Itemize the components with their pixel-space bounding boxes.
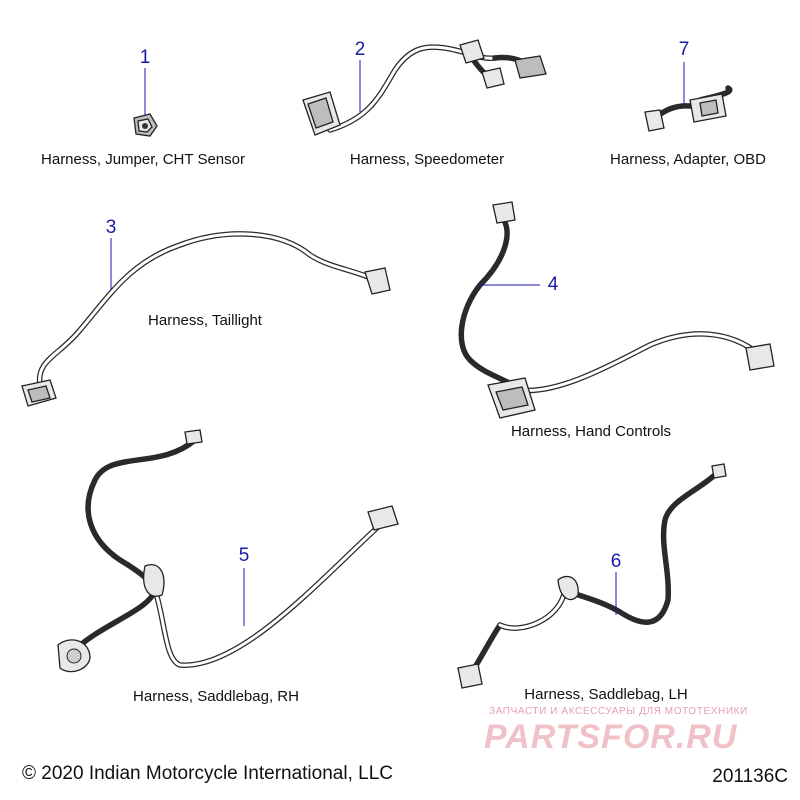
obd-adapter-harness bbox=[644, 62, 733, 132]
part-label-cht-sensor: Harness, Jumper, CHT Sensor bbox=[41, 151, 245, 168]
part-label-saddlebag-lh: Harness, Saddlebag, LH bbox=[524, 686, 688, 703]
diagram-number: 201136C bbox=[712, 766, 788, 787]
watermark-tagline: ЗАПЧАСТИ И АКСЕССУАРЫ ДЛЯ МОТОТЕХНИКИ bbox=[489, 706, 748, 717]
saddlebag-rh-harness bbox=[57, 429, 399, 673]
watermark-logo: PARTSFOR.RU bbox=[484, 718, 738, 756]
speedometer-harness bbox=[302, 39, 547, 136]
callout-number: 5 bbox=[238, 545, 250, 566]
hand-controls-harness bbox=[458, 201, 775, 419]
copyright-notice: © 2020 Indian Motorcycle International, … bbox=[22, 763, 393, 784]
callout-number: 3 bbox=[105, 217, 117, 238]
part-label-saddlebag-rh: Harness, Saddlebag, RH bbox=[133, 688, 299, 705]
callout-number: 2 bbox=[354, 39, 366, 60]
cht-sensor-jumper-harness bbox=[133, 68, 158, 137]
part-label-obd-adapter: Harness, Adapter, OBD bbox=[610, 151, 766, 168]
callout-number: 4 bbox=[547, 274, 559, 295]
taillight-harness bbox=[21, 231, 391, 407]
callout-number: 6 bbox=[610, 551, 622, 572]
part-label-taillight: Harness, Taillight bbox=[148, 312, 262, 329]
part-label-speedometer: Harness, Speedometer bbox=[349, 151, 505, 168]
callout-number: 7 bbox=[678, 39, 690, 60]
saddlebag-lh-harness bbox=[457, 463, 727, 689]
part-label-hand-controls: Harness, Hand Controls bbox=[510, 423, 672, 440]
callout-number: 1 bbox=[139, 47, 151, 68]
